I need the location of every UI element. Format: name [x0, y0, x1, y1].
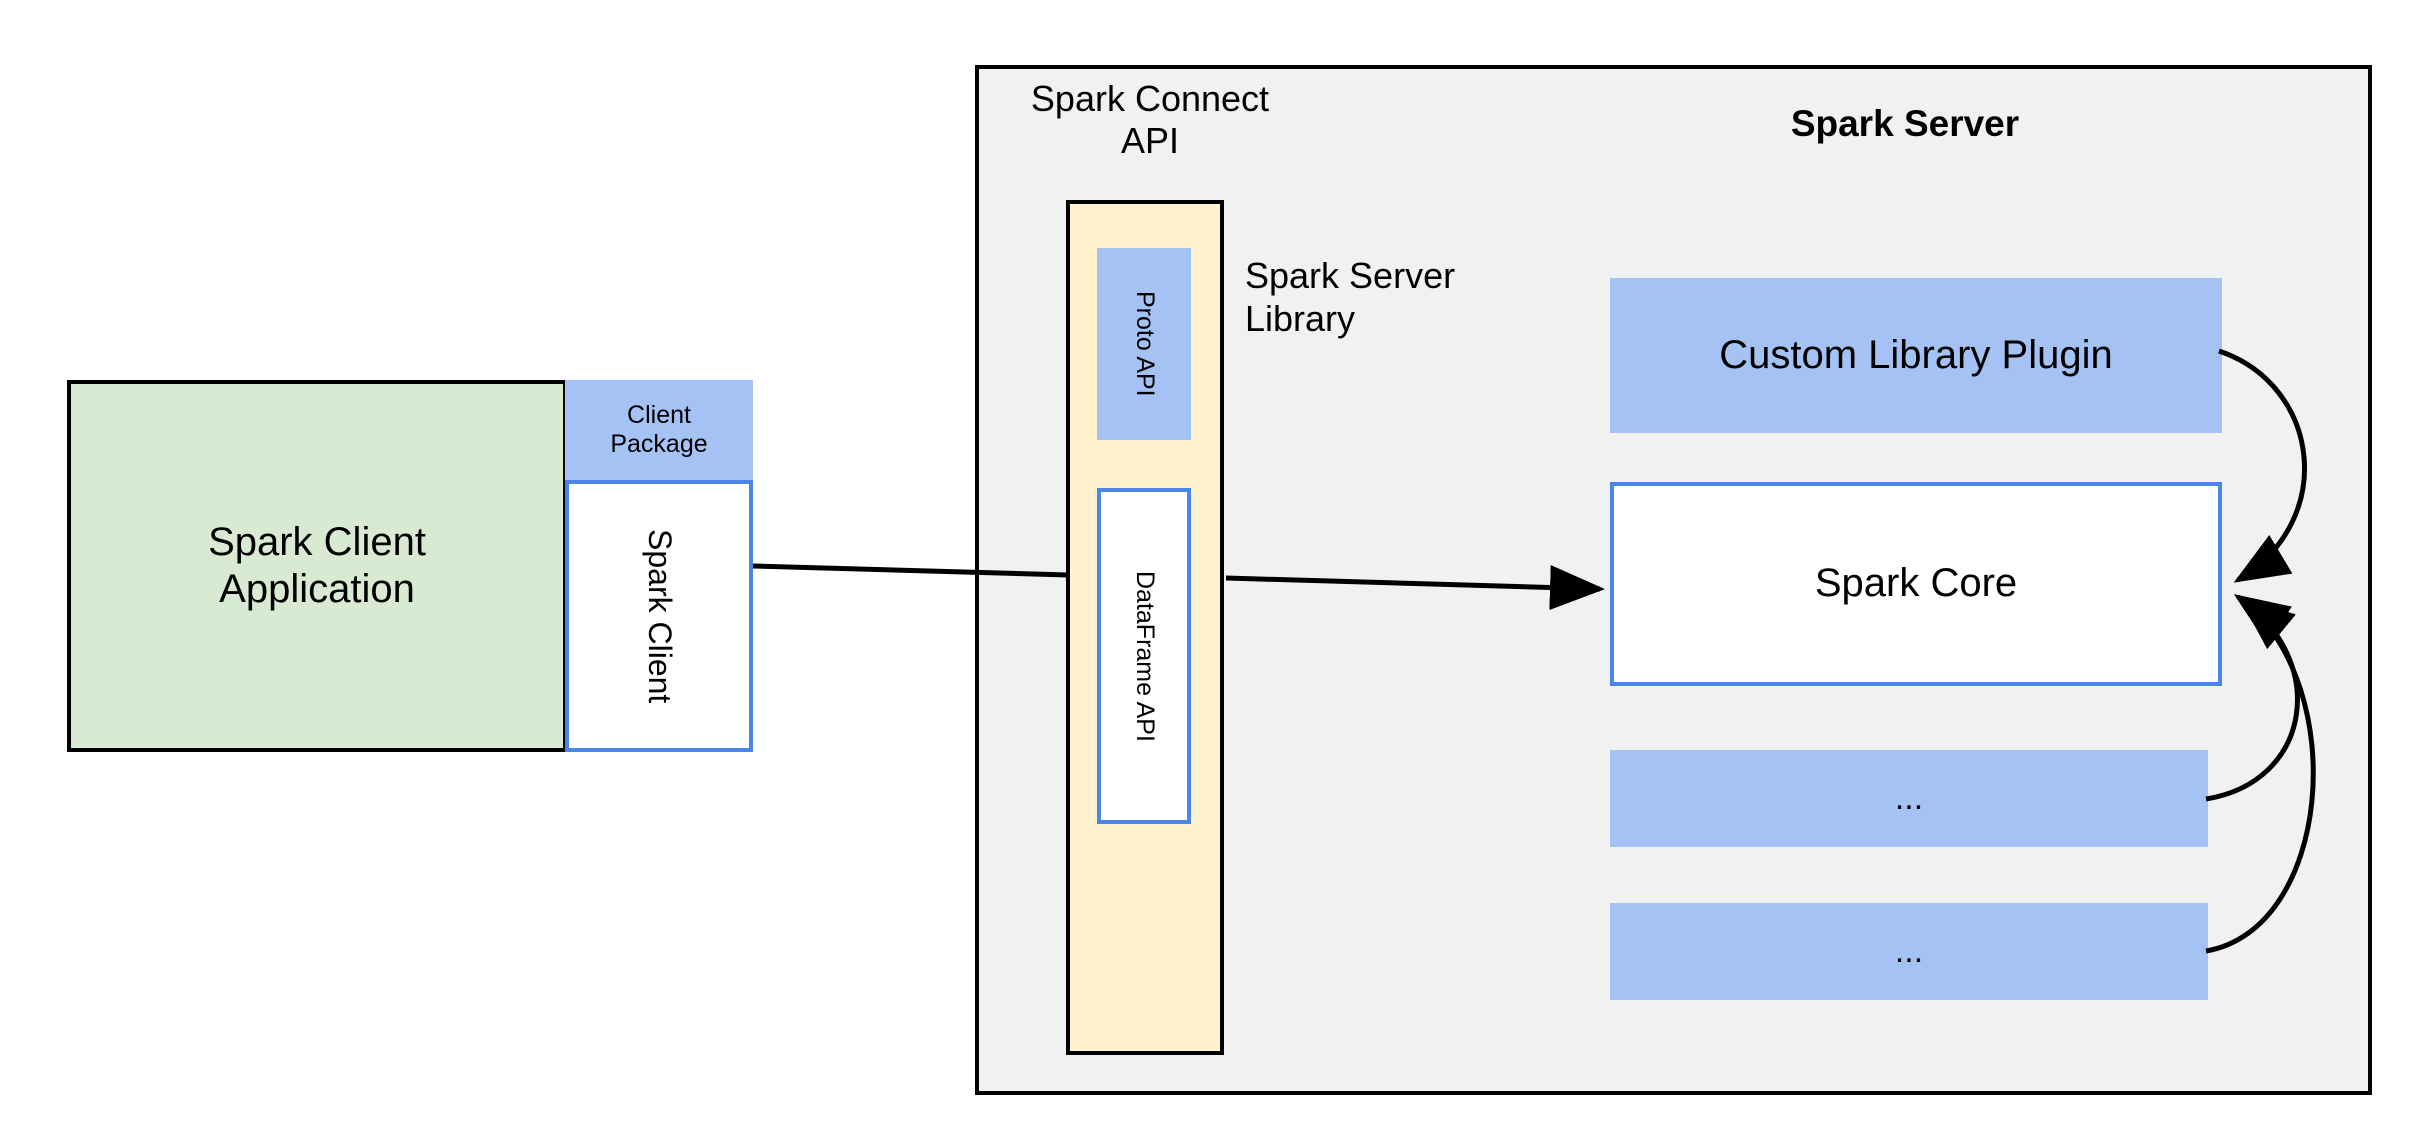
spark-client-application-label: Spark Client Application	[194, 519, 440, 613]
client-package-box[interactable]: Client Package	[565, 380, 753, 480]
dataframe-api-label: DataFrame API	[1130, 570, 1159, 742]
custom-library-plugin-box[interactable]: Custom Library Plugin	[1610, 278, 2222, 433]
dataframe-api-box[interactable]: DataFrame API	[1097, 488, 1191, 824]
ellipsis-box-2[interactable]: ...	[1610, 903, 2208, 1000]
spark-client-application-label-line1: Spark Client	[208, 519, 426, 564]
spark-core-box[interactable]: Spark Core	[1610, 482, 2222, 686]
spark-server-library-label-lines: Spark Server Library	[1245, 255, 1455, 340]
spark-connect-api-label-lines: Spark Connect API	[1031, 78, 1269, 163]
proto-api-label: Proto API	[1130, 291, 1159, 397]
spark-server-library-label: Spark Server Library	[1245, 240, 1575, 355]
spark-server-library-label-line1: Spark Server	[1245, 255, 1456, 297]
spark-server-library-label-line2: Library	[1245, 297, 1356, 339]
client-package-label-line1: Client	[627, 400, 691, 429]
spark-connect-api-label: Spark Connect API	[1000, 65, 1300, 175]
spark-core-label: Spark Core	[1814, 561, 2018, 606]
spark-client-label: Spark Client	[641, 528, 678, 704]
spark-client-application-box[interactable]: Spark Client Application	[67, 380, 567, 752]
spark-connect-api-label-line2: API	[1120, 120, 1179, 161]
client-package-label-line2: Package	[610, 430, 708, 458]
client-package-label: Client Package	[610, 401, 707, 460]
ellipsis-box-1[interactable]: ...	[1610, 750, 2208, 847]
spark-client-box[interactable]: Spark Client	[565, 480, 753, 752]
custom-library-plugin-label: Custom Library Plugin	[1719, 332, 2113, 377]
ellipsis-box-1-label: ...	[1894, 779, 1924, 818]
spark-server-title: Spark Server	[1790, 103, 2020, 145]
ellipsis-box-2-label: ...	[1894, 932, 1924, 971]
spark-client-application-label-line2: Application	[219, 567, 415, 611]
proto-api-box[interactable]: Proto API	[1097, 248, 1191, 440]
spark-connect-api-label-line1: Spark Connect	[1030, 77, 1270, 119]
